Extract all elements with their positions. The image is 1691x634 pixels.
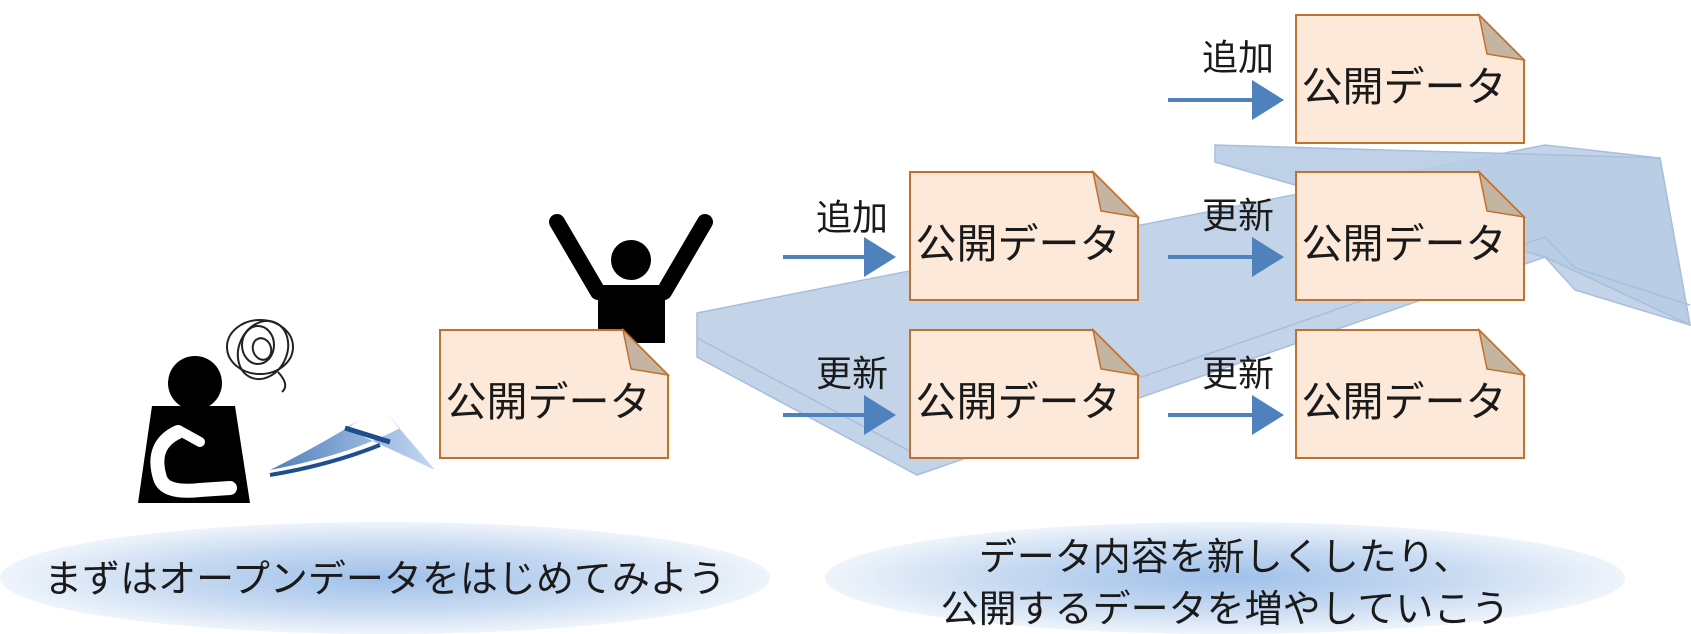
- public-data-document: 公開データ: [909, 327, 1141, 459]
- public-data-document: 公開データ: [1295, 169, 1527, 301]
- document-label: 公開データ: [1302, 63, 1507, 111]
- public-data-document: 公開データ: [1295, 12, 1527, 144]
- document-fold-icon: [1477, 12, 1527, 62]
- document-body: [1295, 14, 1525, 144]
- right-caption-line1: データ内容を新しくしたり、: [979, 535, 1471, 579]
- stair-arrow-icon: [696, 144, 1691, 476]
- public-data-document: 公開データ: [1295, 327, 1527, 459]
- document-label: 公開データ: [1302, 378, 1507, 426]
- cheering-person-icon: [549, 214, 713, 343]
- document-body: [439, 329, 669, 459]
- document-label: 公開データ: [446, 378, 651, 426]
- confused-person-icon: [138, 356, 250, 503]
- document-label: 公開データ: [916, 378, 1121, 426]
- document-fold-icon: [1091, 169, 1141, 219]
- document-label: 公開データ: [916, 220, 1121, 268]
- add-arrow: 追加: [1168, 38, 1284, 120]
- right-caption: データ内容を新しくしたり、 公開するデータを増やしていこう: [825, 522, 1625, 634]
- document-body: [1295, 329, 1525, 459]
- document-body: [1295, 171, 1525, 301]
- right-caption-line2: 公開するデータを増やしていこう: [941, 587, 1510, 631]
- document-body: [909, 171, 1139, 301]
- update-arrow: 更新: [1168, 354, 1284, 435]
- update-label: 更新: [816, 354, 888, 395]
- document-fold-icon: [1091, 327, 1141, 377]
- curved-arrow-icon: [269, 415, 435, 477]
- public-data-document: 公開データ: [909, 169, 1141, 301]
- document-fold-icon: [1477, 327, 1527, 377]
- document-fold-icon: [1477, 169, 1527, 219]
- document-fold-icon: [621, 327, 671, 377]
- update-arrow: 更新: [1168, 196, 1284, 277]
- add-label: 追加: [1202, 38, 1274, 79]
- document-label: 公開データ: [1302, 220, 1507, 268]
- add-arrow: 追加: [783, 198, 896, 277]
- update-label: 更新: [1202, 354, 1274, 395]
- public-data-document: 公開データ: [439, 327, 671, 459]
- update-label: 更新: [1202, 196, 1274, 237]
- scribble-icon: [226, 319, 294, 393]
- left-caption-text: まずはオープンデータをはじめてみよう: [44, 557, 726, 601]
- update-arrow: 更新: [783, 354, 896, 435]
- left-caption: まずはオープンデータをはじめてみよう: [0, 522, 770, 634]
- add-label: 追加: [816, 198, 888, 239]
- document-body: [909, 329, 1139, 459]
